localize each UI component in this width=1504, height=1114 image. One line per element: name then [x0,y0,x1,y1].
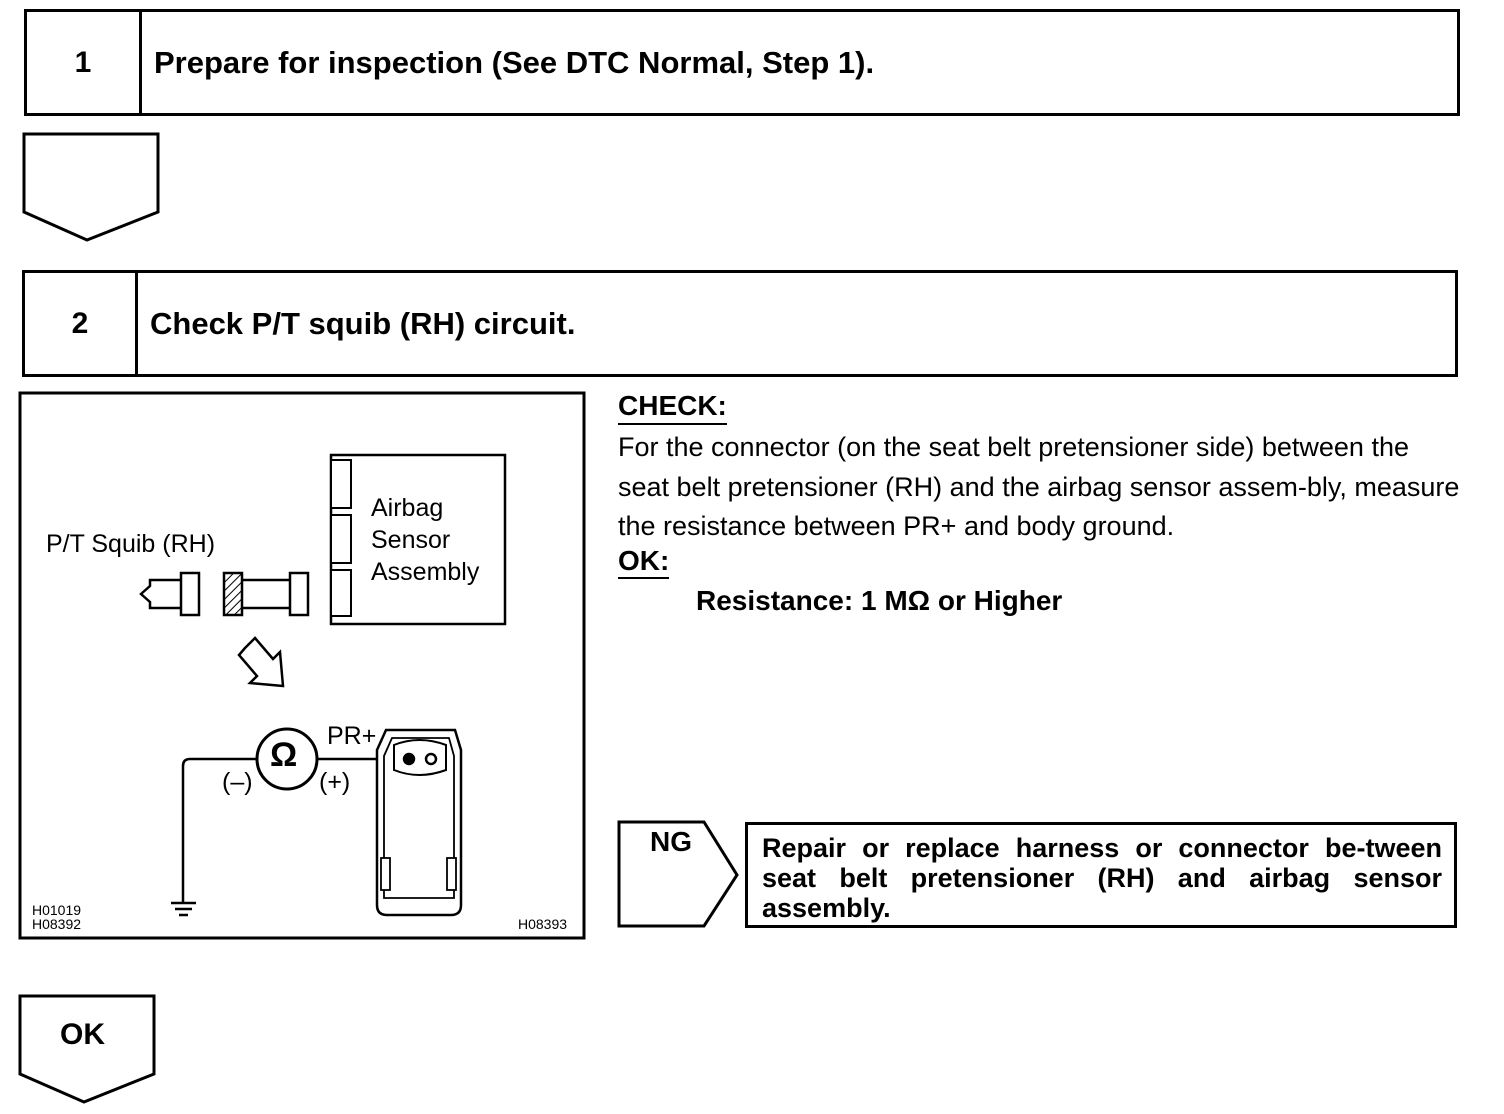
step-1-title: Prepare for inspection (See DTC Normal, … [154,44,875,80]
diagram-frame [18,391,586,940]
ng-label: NG [650,826,692,857]
step-2-title: Check P/T squib (RH) circuit. [150,305,576,341]
sensor-connector-slot [330,459,352,509]
sensor-connector-slot [330,569,352,617]
ok-heading: OK: [618,545,670,579]
sensor-connector-slot [330,514,352,564]
continue-arrow-1 [22,132,160,242]
figure-code-1: H01019 [32,902,82,918]
ng-action-box: Repair or replace harness or connector b… [745,822,1457,928]
squib-connector-icon [139,571,310,617]
ng-arrow [617,820,739,928]
check-heading: CHECK: [618,390,727,425]
pr-plus-label: PR+ [327,722,377,750]
sensor-label-line-3: Assembly [371,558,480,586]
resistance-spec: Resistance: 1 MΩ or Higher [696,585,1063,616]
sensor-label-line-1: Airbag [371,494,444,522]
sensor-label-line-2: Sensor [371,526,451,554]
step-2-header: 2 Check P/T squib (RH) circuit. [22,270,1458,377]
minus-label: (–) [222,768,253,796]
step-1-number: 1 [27,12,142,113]
ok-arrow [18,994,156,1104]
ohm-symbol: Ω [270,736,298,774]
pretensioner-connector-icon [375,728,463,917]
ground-wire [181,757,257,902]
step-2-number: 2 [25,273,138,374]
figure-code-2: H08392 [32,916,82,932]
squib-label: P/T Squib (RH) [46,530,216,558]
direction-arrow-icon [237,636,285,688]
figure-code-3: H08393 [518,916,568,932]
step-1-header: 1 Prepare for inspection (See DTC Normal… [24,9,1460,116]
ok-label: OK [60,1018,105,1051]
check-body: For the connector (on the seat belt pret… [618,432,1460,541]
ground-icon [171,901,196,917]
plus-label: (+) [319,768,351,796]
